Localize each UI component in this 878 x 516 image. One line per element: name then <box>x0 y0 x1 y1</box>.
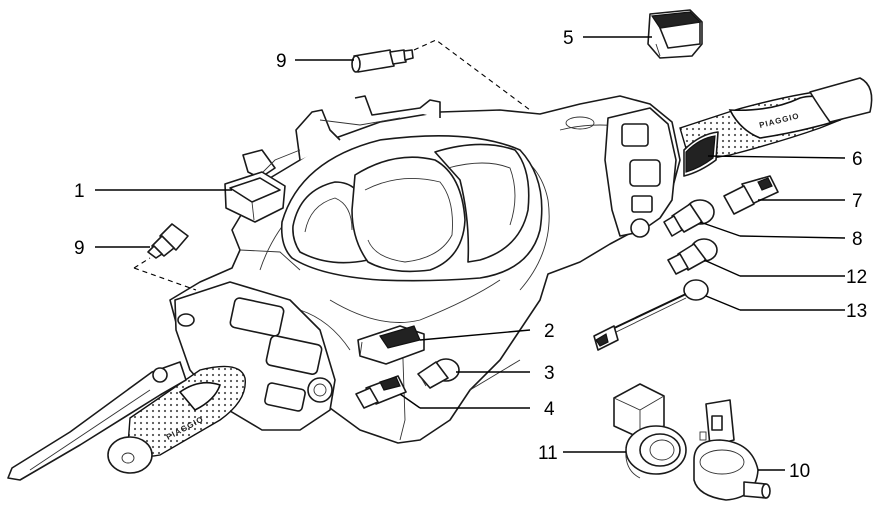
part-13-wired-button <box>593 279 709 351</box>
part-4-switch <box>355 375 407 409</box>
callout-12: 12 <box>846 267 867 288</box>
part-10-ignition-switch <box>693 399 771 501</box>
callout-13: 13 <box>846 301 867 322</box>
part-11-sleeve <box>613 383 687 479</box>
part-12-button <box>667 238 718 275</box>
part-2-switch <box>357 325 425 365</box>
part-7-switch <box>723 175 779 215</box>
callout-1: 1 <box>74 181 85 202</box>
leader-lines <box>95 36 846 471</box>
callout-5: 5 <box>563 28 574 49</box>
right-handgrip: PIAGGIO <box>679 77 873 163</box>
part-9-bulb-upper <box>351 49 414 73</box>
part-8-button <box>663 199 715 237</box>
part-3-button <box>417 358 460 389</box>
callout-3: 3 <box>544 363 555 384</box>
instrument-cluster <box>280 134 543 282</box>
callout-6: 6 <box>852 149 863 170</box>
callout-9-lower: 9 <box>74 238 85 259</box>
callout-4: 4 <box>544 399 555 420</box>
callout-2: 2 <box>544 321 555 342</box>
part-9-bulb-lower <box>147 223 189 259</box>
right-switch-housing <box>604 107 677 238</box>
part-1-switch <box>224 171 286 223</box>
callout-7: 7 <box>852 191 863 212</box>
callout-labels: 1 2 3 4 5 6 7 8 9 9 10 11 12 13 <box>74 28 867 482</box>
callout-9-upper: 9 <box>276 51 287 72</box>
part-6-switch <box>683 131 719 177</box>
callout-11: 11 <box>538 443 558 464</box>
brake-lever <box>7 361 187 481</box>
callout-10: 10 <box>789 461 810 482</box>
part-5-switch <box>647 9 703 59</box>
callout-8: 8 <box>852 229 863 250</box>
